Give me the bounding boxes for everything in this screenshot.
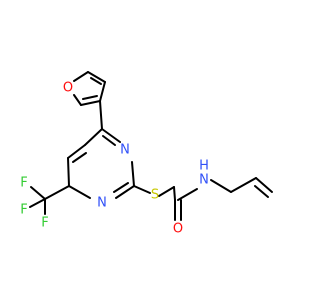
bond (101, 128, 121, 143)
pyrimidine-n3-label: N (97, 196, 107, 211)
bond (113, 182, 129, 193)
bond (102, 135, 116, 146)
bond (177, 188, 198, 201)
carbonyl-oxygen-label: O (173, 222, 183, 237)
bond (173, 186, 176, 201)
bond (80, 100, 101, 106)
bond (67, 144, 86, 159)
bond (87, 71, 106, 83)
fluorine-1-label: F (20, 176, 27, 191)
bond (99, 100, 103, 130)
bond (67, 157, 70, 187)
bond (29, 198, 46, 208)
amide-nitrogen-label: N (199, 173, 209, 188)
furan-oxygen-label: O (63, 81, 73, 96)
bond (230, 177, 257, 193)
bond (99, 81, 106, 102)
bond (73, 71, 89, 82)
atom-labels: O N N S F F F O N H (20, 81, 209, 237)
sulfur-label: S (151, 188, 159, 203)
bond (158, 186, 175, 197)
structure-svg: O N N S F F F O N H (20, 71, 273, 237)
pyrimidine-n1-label: N (120, 143, 130, 158)
bond (115, 185, 135, 199)
bond (84, 128, 103, 146)
bonds (29, 71, 273, 221)
bond (30, 186, 46, 200)
bond (68, 185, 91, 199)
bond (73, 94, 82, 106)
bond (210, 179, 232, 193)
bond (82, 95, 98, 100)
amide-hydrogen-label: H (199, 159, 209, 174)
bond (44, 185, 70, 200)
bond (90, 77, 102, 85)
bond (255, 177, 273, 193)
bond (72, 152, 87, 163)
fluorine-3-label: F (41, 216, 48, 231)
bond (133, 185, 151, 194)
bond (254, 185, 269, 198)
bond (131, 161, 135, 187)
fluorine-2-label: F (20, 203, 27, 218)
molecule-diagram: O N N S F F F O N H (20, 71, 273, 237)
